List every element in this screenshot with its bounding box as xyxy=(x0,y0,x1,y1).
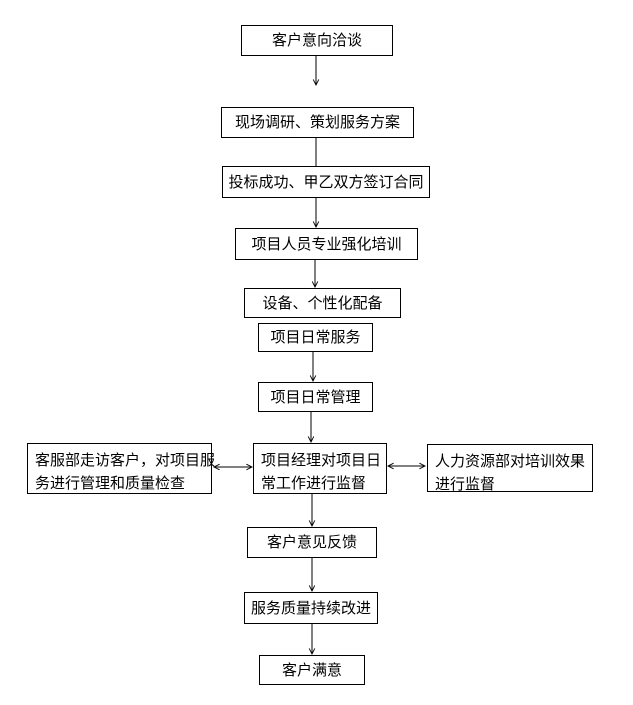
node-hr-supervision-line1: 人力资源部对培训效果 xyxy=(435,453,586,470)
node-customer-satisfaction: 客户满意 xyxy=(259,655,365,685)
node-pm-supervision: 项目经理对项目日 常工作进行监督 xyxy=(253,443,387,494)
node-hr-supervision: 人力资源部对培训效果 进行监督 xyxy=(427,444,593,493)
node-daily-service: 项目日常服务 xyxy=(258,323,373,352)
node-cs-visit-line2: 务进行管理和质量检查 xyxy=(35,475,186,492)
node-equipment-setup: 设备、个性化配备 xyxy=(244,288,401,318)
node-quality-improvement: 服务质量持续改进 xyxy=(244,592,378,624)
node-daily-management: 项目日常管理 xyxy=(258,382,373,412)
node-cs-visit-line1: 客服部走访客户，对项目服 xyxy=(35,452,216,469)
node-survey-planning: 现场调研、策划服务方案 xyxy=(221,107,414,138)
node-pm-supervision-line2: 常工作进行监督 xyxy=(261,475,367,492)
node-pm-supervision-line1: 项目经理对项目日 xyxy=(261,452,382,469)
node-customer-feedback: 客户意见反馈 xyxy=(247,527,377,558)
node-staff-training: 项目人员专业强化培训 xyxy=(235,228,418,260)
node-bid-contract: 投标成功、甲乙双方签订合同 xyxy=(222,166,430,198)
node-cs-visit: 客服部走访客户，对项目服 务进行管理和质量检查 xyxy=(27,443,216,494)
node-initial-talk: 客户意向洽谈 xyxy=(241,25,393,56)
node-hr-supervision-line2: 进行监督 xyxy=(435,476,496,493)
